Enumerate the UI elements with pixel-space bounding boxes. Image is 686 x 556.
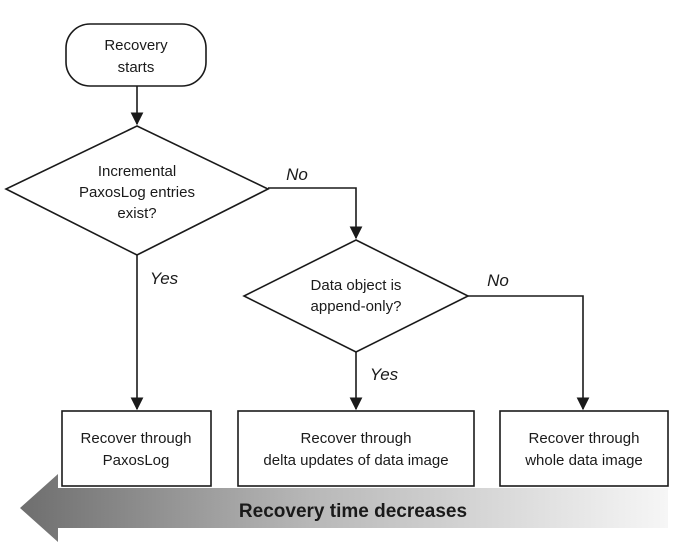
decision-paxoslog-entries: Incremental PaxosLog entries exist? [4,125,270,256]
decision-paxoslog-line-1: Incremental [98,163,176,180]
edge-label-append-yes: Yes [370,365,399,384]
outcome-paxoslog-line-2: PaxosLog [103,452,170,469]
start-node-line-1: Recovery [104,37,168,54]
outcome-recover-whole-image: Recover through whole data image [499,410,669,487]
outcome-whole-line-1: Recover through [529,430,640,447]
outcome-delta-line-1: Recover through [301,430,412,447]
decision-append-only: Data object is append-only? [242,239,470,353]
recovery-time-arrow: Recovery time decreases [20,474,668,542]
outcome-whole-line-2: whole data image [524,452,643,469]
outcome-recover-paxoslog: Recover through PaxosLog [61,410,212,487]
decision-append-line-2: append-only? [311,298,402,315]
start-node: Recovery starts [65,23,207,87]
outcome-paxoslog-line-1: Recover through [81,430,192,447]
recovery-time-arrow-label: Recovery time decreases [239,501,467,522]
edge-label-paxos-no: No [286,165,308,184]
outcome-recover-delta-updates: Recover through delta updates of data im… [237,410,475,487]
edge-decision-paxos-no [268,187,363,240]
outcome-delta-line-2: delta updates of data image [263,452,448,469]
start-node-line-2: starts [118,59,155,76]
edge-label-paxos-yes: Yes [150,269,179,288]
decision-paxoslog-line-2: PaxosLog entries [79,184,195,201]
edges [130,86,590,411]
edge-label-append-no: No [487,271,509,290]
decision-append-line-1: Data object is [311,277,402,294]
recovery-time-arrow-shape [20,474,668,542]
edge-decision-append-no [468,295,590,411]
decision-paxoslog-line-3: exist? [117,205,156,222]
